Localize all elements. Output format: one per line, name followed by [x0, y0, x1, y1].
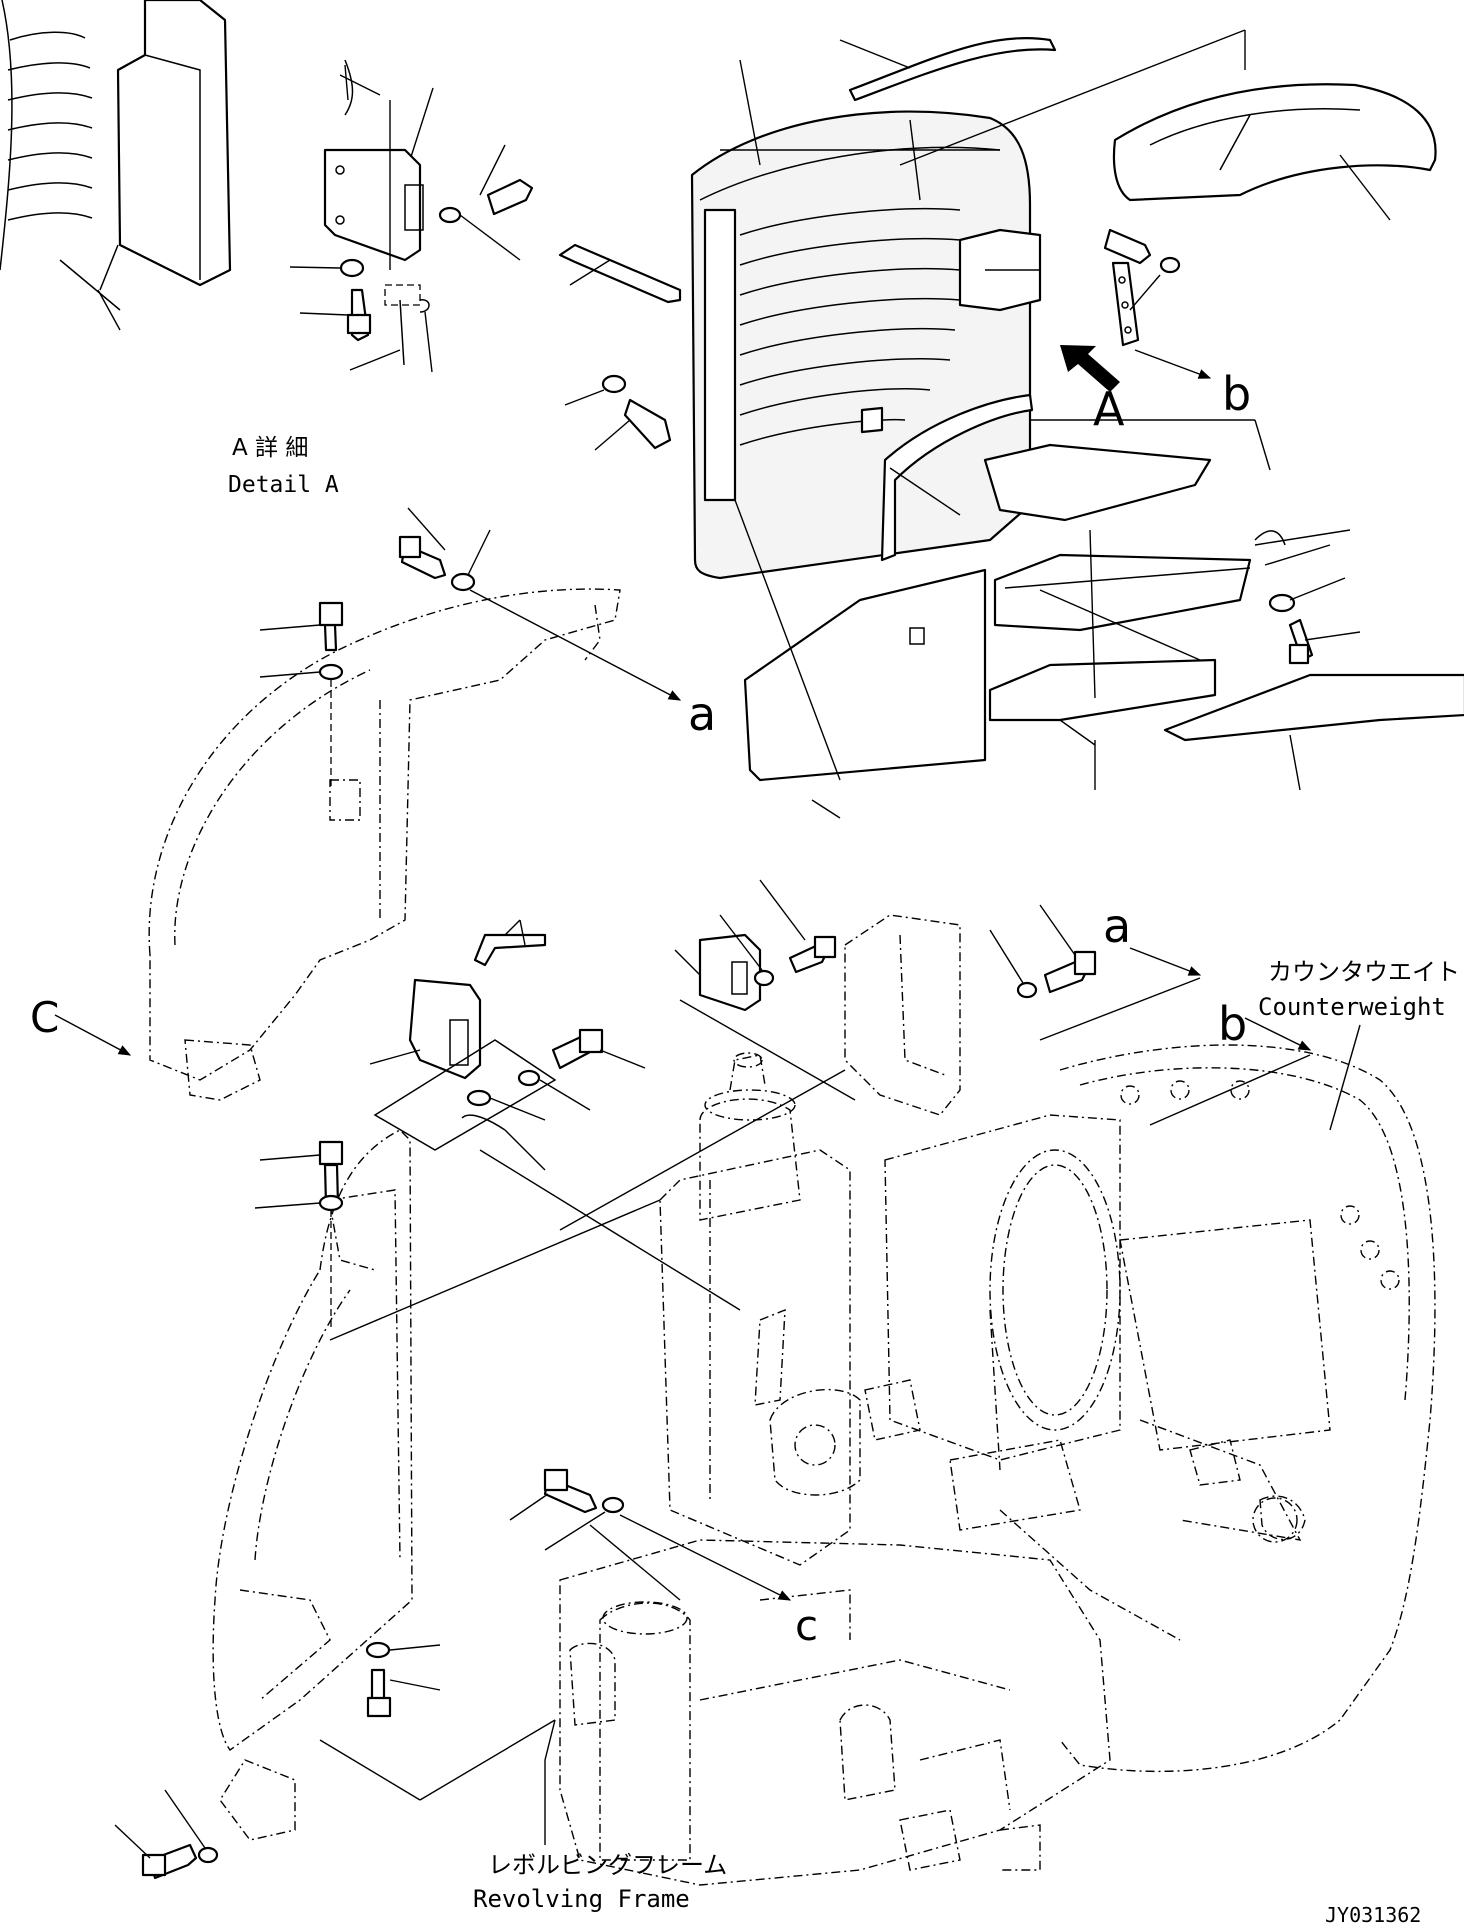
view-letter-C-upper: C — [30, 993, 59, 1042]
counterweight-label-en: Counterweight — [1258, 993, 1446, 1021]
washer-icon — [438, 206, 521, 261]
revolving-frame — [212, 1044, 1436, 1886]
view-letter-A: A — [1093, 382, 1125, 436]
bolt-icon — [398, 507, 447, 580]
seal-strip — [848, 36, 1057, 102]
l-rod — [558, 243, 682, 304]
clip-icon — [419, 299, 433, 373]
side-panel-left — [743, 568, 987, 782]
bolt-icon — [299, 288, 372, 342]
bolt-icon — [259, 601, 344, 652]
washer-icon — [164, 1789, 219, 1864]
hinge-bracket-lower — [369, 919, 547, 1080]
detail-a-title-en: Detail A — [228, 472, 339, 498]
view-letter-b-upper: b — [1222, 367, 1251, 421]
view-letter-b-lower: b — [1218, 997, 1247, 1051]
view-letter-a-lower: a — [1103, 899, 1131, 953]
curved-seal — [880, 393, 1034, 562]
washer-icon — [289, 258, 365, 278]
view-letter-a-upper: a — [688, 687, 716, 741]
bolt-icon — [479, 144, 534, 216]
hinge-bracket-small — [674, 933, 762, 1012]
grille-louvers — [739, 208, 961, 446]
top-cover — [1112, 83, 1437, 221]
panel-bracket-detail — [116, 0, 232, 287]
washer-icon — [450, 529, 491, 592]
detail-a-view: A 詳 細 Detail A — [0, 0, 534, 498]
drawing-number: JY031362 — [1325, 1903, 1421, 1927]
hinge-bracket — [323, 148, 422, 262]
fin-grille-cutaway — [7, 31, 93, 221]
bolt-icon — [259, 1140, 344, 1207]
washer-icon — [719, 914, 775, 987]
washer-icon — [1268, 577, 1346, 613]
washer-icon — [365, 1641, 441, 1659]
washer-icon — [517, 1069, 591, 1111]
bracket-panel — [844, 914, 961, 1116]
bolt-icon — [1288, 618, 1361, 665]
washer-icon — [989, 929, 1038, 999]
view-arrow-a-icon — [1060, 345, 1120, 392]
bolt-icon — [509, 1468, 598, 1521]
bolt-icon — [759, 879, 837, 974]
detail-a-title-jp: A 詳 細 — [232, 435, 308, 461]
bolt-icon — [366, 1668, 441, 1718]
counterweight-label-jp: カウンタウエイト — [1268, 958, 1460, 986]
cushion-pads — [983, 443, 1464, 791]
revolving-frame-label-en: Revolving Frame — [473, 1885, 690, 1913]
washer-icon — [254, 1194, 344, 1212]
side-cover-left — [148, 588, 621, 1101]
grille-assembly: A b — [558, 29, 1271, 819]
pin-icon — [349, 299, 405, 371]
bolt-icon — [1039, 904, 1097, 994]
view-letter-c-lower: c — [795, 1601, 818, 1650]
grille-frame — [690, 110, 1032, 580]
bolt-icon — [551, 1028, 646, 1070]
bolt-icon — [114, 1824, 198, 1880]
washer-icon — [259, 663, 344, 681]
revolving-frame-label-jp: レボルビングフレーム — [488, 1851, 727, 1879]
washer-icon — [544, 1496, 625, 1551]
